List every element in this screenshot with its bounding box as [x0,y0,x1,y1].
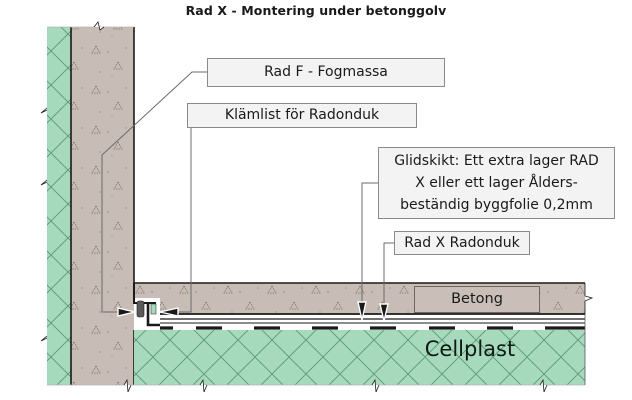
label-cellplast: Cellplast [424,337,516,361]
label-klamlist: Klämlist för Radonduk [187,103,417,128]
cellplast-insulation [134,330,585,385]
wall-insulation [47,27,71,385]
diagram-title: Rad X - Montering under betonggolv [185,3,447,18]
klamlist-insert [150,303,157,315]
label-glidskikt-line: X eller ett lager Ålders- [415,175,578,191]
break-line-icon [123,378,132,393]
break-line-icon [40,107,48,114]
break-line-icon [40,179,48,186]
break-line-icon [40,335,48,342]
klamlist [146,303,160,327]
break-line-icon [371,378,380,393]
arrow-pointer-icon [117,301,389,322]
sealant-fogmassa [136,300,145,318]
break-line-icon [199,378,208,393]
label-glidskikt-line: beständig byggfolie 0,2mm [400,197,593,213]
label-glidskikt-line: Glidskikt: Ett extra lager RAD [394,153,599,169]
membrane-layers [152,314,585,330]
label-radonduk: Rad X Radonduk [394,231,530,255]
break-line-icon [584,283,594,314]
label-glidskikt: Glidskikt: Ett extra lager RAD X eller e… [378,147,615,219]
label-fogmassa: Rad F - Fogmassa [207,58,445,87]
break-line-icon [93,21,105,31]
break-line-icon [539,378,548,393]
label-betong: Betong [414,286,540,313]
